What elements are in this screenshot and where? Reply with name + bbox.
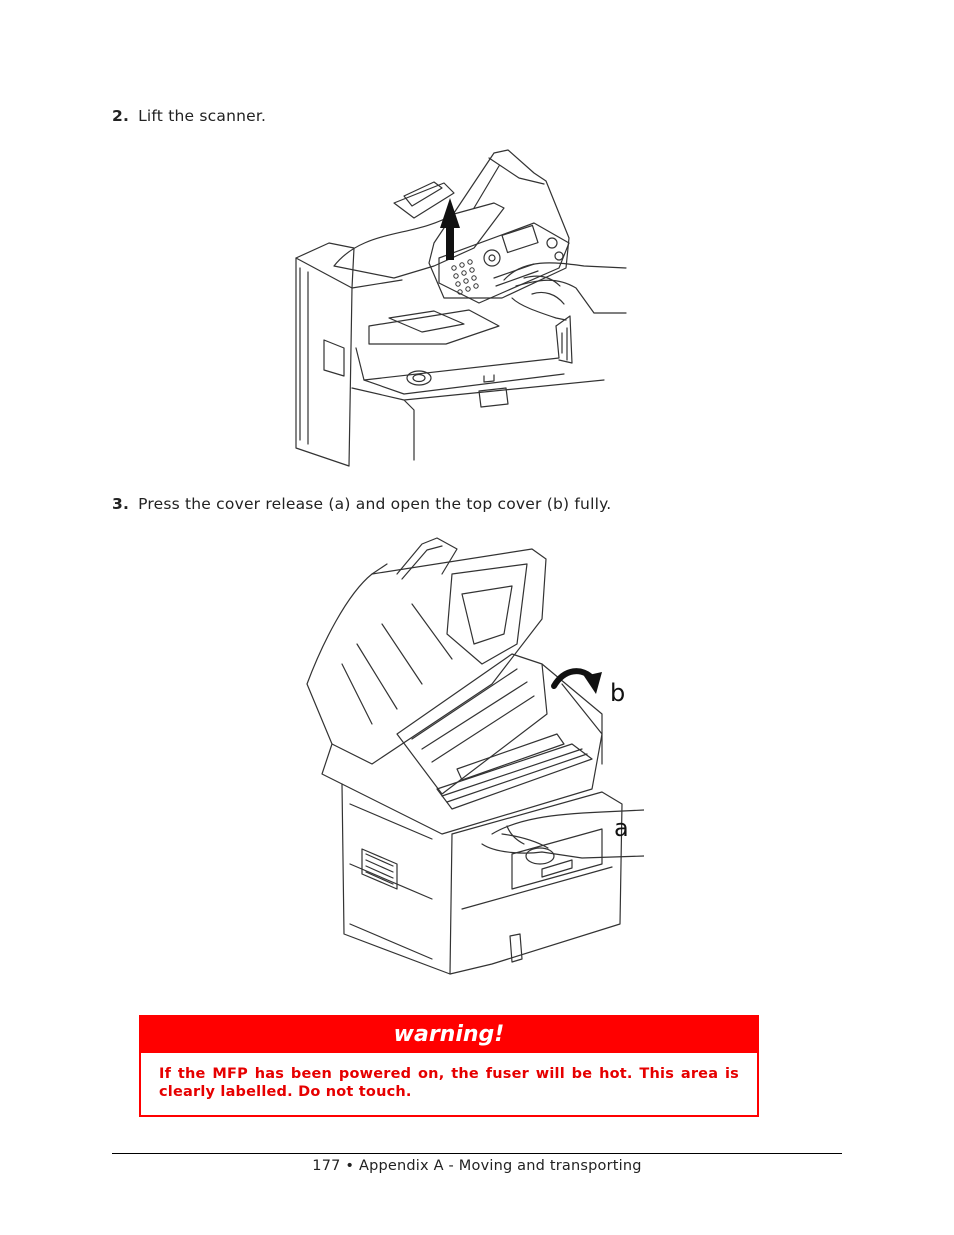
open-top-cover-illustration: b a (306, 537, 644, 975)
footer-rule (112, 1153, 842, 1154)
footer-bullet: • (345, 1158, 355, 1174)
warning-box: warning! If the MFP has been powered on,… (139, 1015, 759, 1117)
warning-text: If the MFP has been powered on, the fuse… (159, 1066, 739, 1100)
label-b: b (610, 679, 625, 707)
step-number: 3. (112, 495, 130, 513)
footer-section: Appendix A - Moving and transporting (358, 1158, 642, 1174)
page-number: 177 (312, 1158, 341, 1174)
step-text: Press the cover release (a) and open the… (138, 495, 612, 513)
step-number: 2. (112, 107, 130, 125)
lift-scanner-illustration (295, 149, 627, 467)
step-2: 2. Lift the scanner. (112, 107, 266, 125)
warning-title: warning! (141, 1017, 757, 1053)
label-a: a (614, 814, 629, 842)
step-text: Lift the scanner. (138, 107, 267, 125)
step-3: 3. Press the cover release (a) and open t… (112, 495, 611, 513)
page-footer: 177 • Appendix A - Moving and transporti… (0, 1158, 954, 1174)
